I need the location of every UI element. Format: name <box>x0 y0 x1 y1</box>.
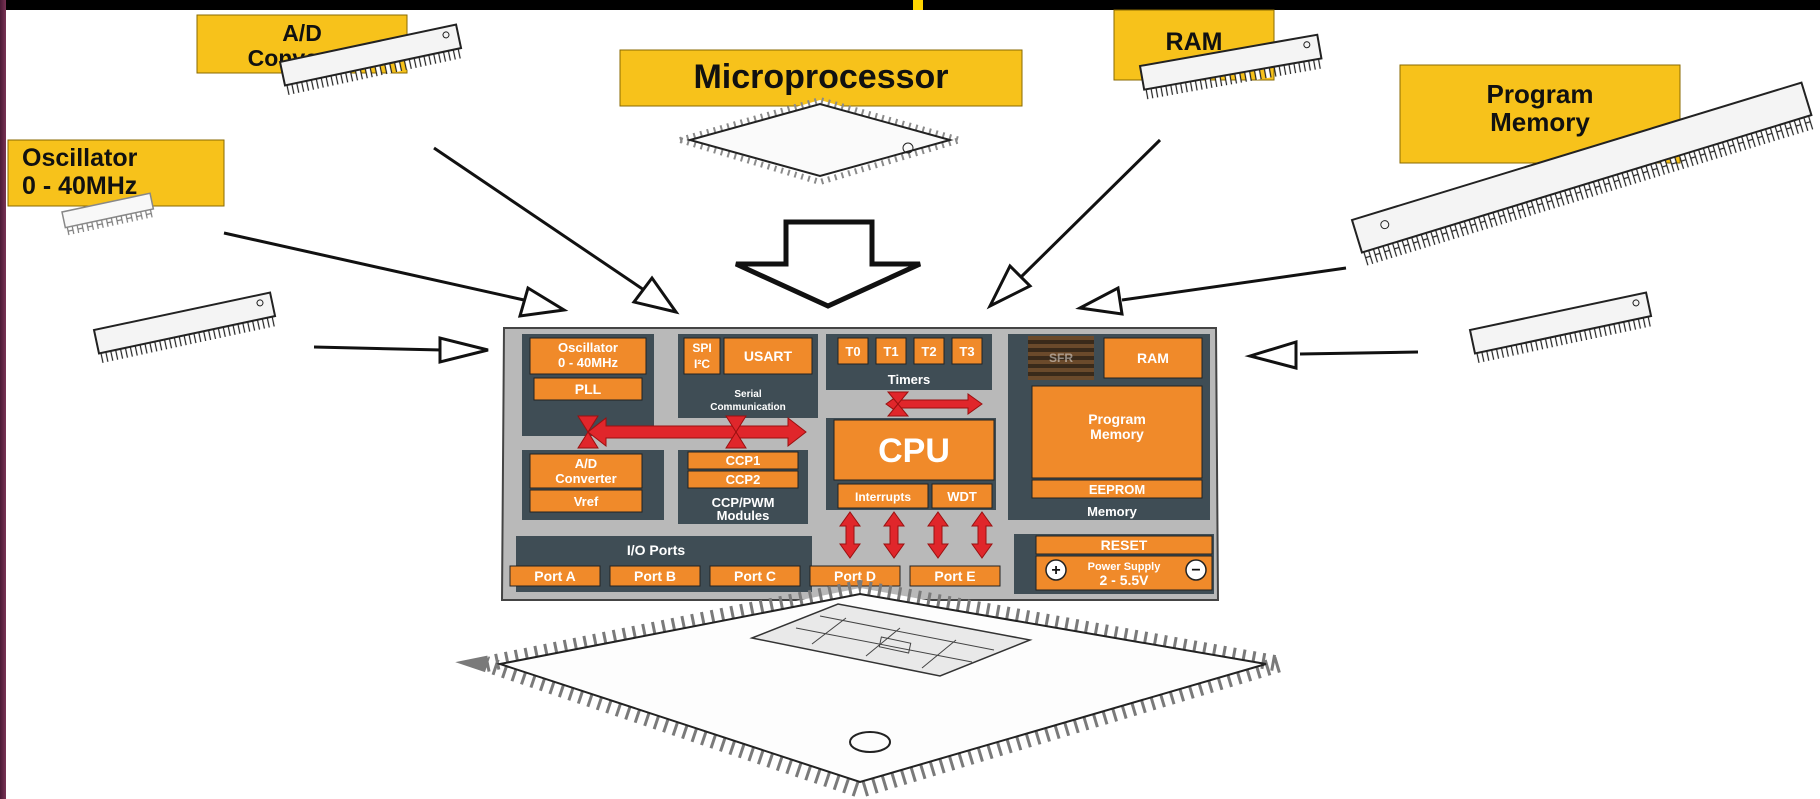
mcu-power-line2: 2 - 5.5V <box>1099 572 1149 588</box>
ic-package-icon <box>455 579 1283 799</box>
mcu-usart: USART <box>744 348 793 364</box>
arrow-icon <box>734 219 922 309</box>
arrow-icon <box>313 336 489 364</box>
mcu-serial-line1: Serial <box>734 389 761 400</box>
dip-chip-icon <box>1350 81 1816 266</box>
arrow-icon <box>986 138 1162 310</box>
arrow-icon <box>433 146 680 315</box>
mcu-port-c: Port C <box>734 568 776 584</box>
mcu-port-d: Port D <box>834 568 876 584</box>
mcu-pll: PLL <box>575 381 602 397</box>
mcu-reset: RESET <box>1101 537 1148 553</box>
mcu-ad-line2: Converter <box>555 471 616 486</box>
top-bar-separator <box>913 0 923 10</box>
left-edge-bar <box>0 0 6 799</box>
mcu-port-e: Port E <box>934 568 975 584</box>
mcu-vref: Vref <box>574 494 599 509</box>
arrow-icon <box>577 391 993 559</box>
top-bar-left <box>0 0 913 10</box>
mcu-program-memory-line1: Program <box>1088 411 1146 427</box>
mcu-ad-line1: A/D <box>575 456 597 471</box>
mcu-power-plus: + <box>1051 562 1060 579</box>
label-oscillator-line2: 0 - 40MHz <box>22 172 137 200</box>
mcu-board: Oscillator 0 - 40MHz PLL SPI I²C USART S… <box>500 327 1220 601</box>
label-ram-text: RAM <box>1166 28 1223 56</box>
mcu-program-memory-line2: Memory <box>1090 426 1144 442</box>
arrow-icon <box>1075 266 1347 316</box>
dip-chip-icon <box>1138 33 1324 100</box>
mcu-ccp2: CCP2 <box>726 472 761 487</box>
mcu-timer-0: T0 <box>845 344 860 359</box>
mcu-ram: RAM <box>1137 350 1169 366</box>
dip-chip-icon <box>61 192 156 236</box>
mcu-power-line1: Power Supply <box>1088 561 1162 573</box>
mcu-ccp-line2: Modules <box>717 508 770 523</box>
dip-chip-icon <box>92 291 278 364</box>
mcu-timers-caption: Timers <box>888 372 930 387</box>
label-oscillator: Oscillator 0 - 40MHz <box>7 139 225 207</box>
mcu-i2c: I²C <box>694 357 710 371</box>
label-microprocessor: Microprocessor <box>619 49 1023 107</box>
mcu-serial-line2: Communication <box>710 402 786 413</box>
dip-chip-icon <box>1468 291 1654 364</box>
mcu-port-a: Port A <box>534 568 575 584</box>
arrow-icon <box>1244 339 1419 370</box>
mcu-memory-caption: Memory <box>1087 504 1138 519</box>
dip-chip-icon <box>278 23 464 96</box>
label-ad-converter-line1: A/D <box>282 20 322 46</box>
mcu-eeprom: EEPROM <box>1089 482 1145 497</box>
arrow-icon <box>223 231 569 318</box>
mcu-sfr: SFR <box>1049 351 1073 365</box>
mcu-port-b: Port B <box>634 568 676 584</box>
mcu-timer-2: T2 <box>921 344 936 359</box>
label-oscillator-line1: Oscillator <box>22 144 138 172</box>
ic-package-icon <box>669 96 971 186</box>
mcu-ccp-line1: CCP/PWM <box>712 495 775 510</box>
mcu-power-minus: − <box>1191 562 1200 579</box>
label-program-memory-line1: Program <box>1487 79 1594 109</box>
top-bar-right <box>923 0 1820 10</box>
label-program-memory-line2: Memory <box>1490 107 1590 137</box>
mcu-timer-3: T3 <box>959 344 974 359</box>
mcu-cpu: CPU <box>878 432 950 470</box>
die-icon <box>749 603 1033 677</box>
mcu-oscillator-line1: Oscillator <box>558 340 618 355</box>
mcu-ccp1: CCP1 <box>726 453 761 468</box>
mcu-wdt: WDT <box>947 489 977 504</box>
mcu-io-caption: I/O Ports <box>627 542 686 558</box>
mcu-interrupts: Interrupts <box>855 490 911 504</box>
mcu-timer-1: T1 <box>883 344 898 359</box>
mcu-spi: SPI <box>692 341 711 355</box>
label-microprocessor-text: Microprocessor <box>693 58 948 96</box>
mcu-oscillator-line2: 0 - 40MHz <box>558 355 618 370</box>
